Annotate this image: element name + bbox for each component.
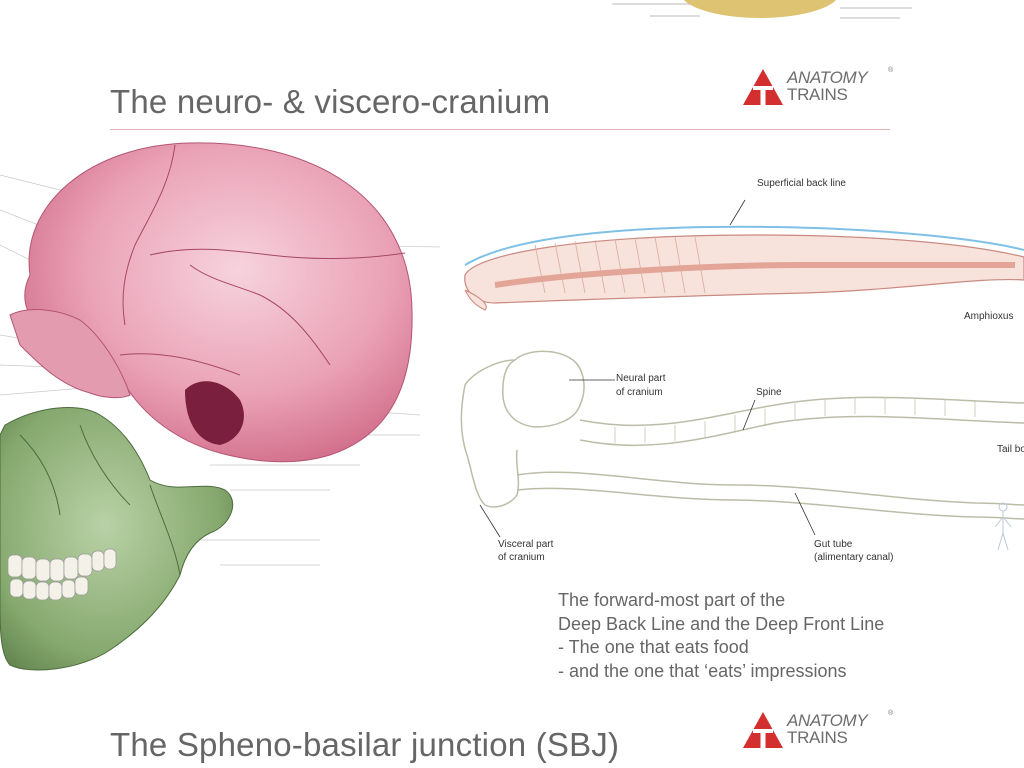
label-neural-part-1: Neural part	[616, 373, 666, 384]
label-tail: Tail bo	[997, 444, 1024, 455]
next-slide-title: The Spheno-basilar junction (SBJ)	[110, 726, 620, 763]
caption-line-1: The forward-most part of the	[558, 590, 786, 610]
label-superficial-back-line: Superficial back line	[757, 178, 846, 189]
label-gut-tube-2: (alimentary canal)	[814, 552, 894, 563]
logo-word-trains: TRAINS	[787, 728, 848, 747]
human-body-outline	[460, 350, 1024, 520]
label-amphioxus: Amphioxus	[964, 311, 1014, 322]
amphioxus-figure	[464, 199, 1024, 311]
logo-word-anatomy: ANATOMY	[787, 711, 868, 730]
slide-title: The neuro- & viscero-cranium	[110, 83, 551, 120]
label-visceral-part-1: Visceral part	[498, 539, 554, 550]
title-underline	[110, 129, 890, 130]
caption-line-4: - and the one that ‘eats’ impressions	[558, 660, 847, 681]
small-human-figure	[994, 502, 1012, 551]
previous-slide-fragment	[612, 0, 912, 19]
label-spine: Spine	[756, 387, 782, 398]
logo-word-trains: TRAINS	[787, 85, 848, 104]
logo-registered-mark: ®	[888, 710, 894, 717]
caption-text: The forward-most part of the Deep Back L…	[558, 589, 998, 683]
anatomy-trains-triangle-icon	[743, 69, 783, 105]
label-visceral-part-2: of cranium	[498, 552, 545, 563]
skull-illustration	[0, 142, 440, 671]
label-gut-tube-1: Gut tube	[814, 539, 853, 550]
logo-registered-mark: ®	[888, 67, 894, 74]
anatomy-trains-triangle-icon	[743, 712, 783, 748]
anatomy-trains-logo: ANATOMY TRAINS ®	[743, 67, 903, 107]
logo-word-anatomy: ANATOMY	[787, 68, 868, 87]
label-neural-part-2: of cranium	[616, 387, 663, 398]
caption-line-3: - The one that eats food	[558, 637, 749, 657]
amphioxus-human-diagram	[460, 199, 1024, 551]
caption-line-2: Deep Back Line and the Deep Front Line	[558, 613, 885, 634]
anatomy-trains-logo-bottom: ANATOMY TRAINS ®	[743, 710, 903, 750]
